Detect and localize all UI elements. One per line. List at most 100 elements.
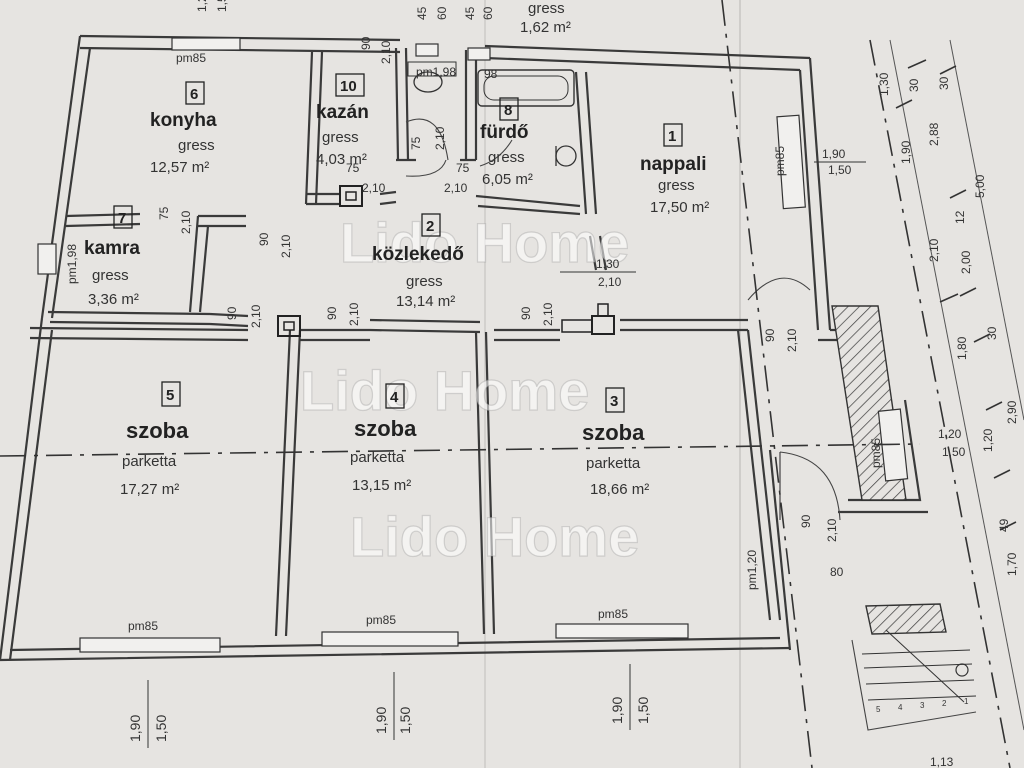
room-kazan: 10 kazán gress 4,03 m² bbox=[316, 73, 369, 168]
room-area: 17,50 m² bbox=[650, 199, 709, 216]
room-konyha: 6 konyha gress 12,57 m² bbox=[150, 81, 217, 176]
section-line-horizontal bbox=[0, 443, 921, 457]
interior-walls bbox=[29, 47, 977, 731]
window-nappali bbox=[776, 114, 806, 210]
svg-text:1,90: 1,90 bbox=[822, 147, 846, 161]
room-number: 7 bbox=[118, 210, 126, 227]
room-furdo: 8 fürdő gress 6,05 m² bbox=[480, 97, 533, 188]
svg-text:75: 75 bbox=[346, 161, 360, 175]
room-floor: gress bbox=[406, 273, 443, 290]
window-bath bbox=[467, 47, 491, 61]
svg-text:2,10: 2,10 bbox=[249, 304, 263, 328]
room-name: szoba bbox=[126, 418, 189, 443]
room-floor: gress bbox=[488, 149, 525, 166]
svg-text:12: 12 bbox=[953, 210, 967, 224]
svg-text:1,2: 1,2 bbox=[195, 0, 209, 12]
room-area: 1,62 m² bbox=[520, 19, 571, 36]
room-szoba-5: 5 szoba parketta 17,27 m² bbox=[120, 381, 189, 498]
room-area: 4,03 m² bbox=[316, 151, 367, 168]
svg-text:1,20: 1,20 bbox=[981, 428, 995, 452]
svg-text:4: 4 bbox=[898, 703, 903, 712]
svg-text:30: 30 bbox=[907, 78, 921, 92]
room-number: 3 bbox=[610, 393, 618, 410]
room-area: 18,66 m² bbox=[590, 481, 649, 498]
svg-text:90: 90 bbox=[519, 306, 533, 320]
dim-pm85: pm85 bbox=[366, 613, 396, 627]
svg-text:75: 75 bbox=[409, 136, 423, 150]
svg-text:2,10: 2,10 bbox=[825, 518, 839, 542]
room-floor: parketta bbox=[350, 449, 405, 466]
room-floor: parketta bbox=[586, 455, 641, 472]
svg-text:90: 90 bbox=[257, 232, 271, 246]
svg-text:2,10: 2,10 bbox=[379, 40, 393, 64]
svg-text:1,30: 1,30 bbox=[596, 257, 620, 271]
svg-text:1,50: 1,50 bbox=[828, 163, 852, 177]
room-floor: gress bbox=[658, 177, 695, 194]
svg-text:1,90: 1,90 bbox=[609, 697, 625, 724]
watermark: Lido Home bbox=[340, 211, 629, 274]
watermark: Lido Home bbox=[350, 505, 639, 568]
svg-text:2,10: 2,10 bbox=[927, 238, 941, 262]
window-room3 bbox=[555, 623, 689, 639]
svg-text:75: 75 bbox=[157, 206, 171, 220]
room-name: fürdő bbox=[480, 122, 529, 143]
room-nappali: 1 nappali gress 17,50 m² bbox=[640, 123, 709, 216]
svg-text:1,20: 1,20 bbox=[938, 427, 962, 441]
svg-text:75: 75 bbox=[456, 161, 470, 175]
svg-text:90: 90 bbox=[225, 306, 239, 320]
door-swings bbox=[405, 118, 841, 521]
svg-text:2,10: 2,10 bbox=[362, 181, 386, 195]
svg-text:1,90: 1,90 bbox=[899, 140, 913, 164]
room-number: 1 bbox=[668, 128, 676, 145]
svg-text:1,90: 1,90 bbox=[127, 715, 143, 742]
right-dimension-chain: 1,30 1,90 2,88 5,00 2,10 2,00 1,80 2,90 … bbox=[877, 72, 1019, 576]
window-kamra bbox=[37, 243, 57, 275]
room-number: 2 bbox=[426, 218, 434, 235]
svg-text:60: 60 bbox=[481, 6, 495, 20]
svg-text:2,10: 2,10 bbox=[785, 328, 799, 352]
bathroom-fixtures bbox=[407, 61, 577, 167]
svg-text:2,10: 2,10 bbox=[279, 234, 293, 258]
svg-text:2,90: 2,90 bbox=[1005, 400, 1019, 424]
svg-text:5: 5 bbox=[876, 705, 881, 714]
room-number: 5 bbox=[166, 387, 174, 404]
svg-text:1,30: 1,30 bbox=[877, 72, 891, 96]
svg-text:1,50: 1,50 bbox=[215, 0, 229, 12]
svg-text:30: 30 bbox=[937, 76, 951, 90]
room-szoba-3: 3 szoba parketta 18,66 m² bbox=[582, 387, 649, 498]
room-number: 10 bbox=[340, 78, 357, 95]
room-name: kamra bbox=[84, 238, 140, 259]
svg-text:1,70: 1,70 bbox=[1005, 552, 1019, 576]
room-floor: gress bbox=[92, 267, 129, 284]
svg-text:90: 90 bbox=[799, 514, 813, 528]
hatched-pillar bbox=[865, 603, 947, 635]
room-kamra: 7 kamra gress 3,36 m² bbox=[84, 205, 140, 308]
dimension-axis bbox=[869, 39, 1011, 768]
room-number: 6 bbox=[190, 86, 198, 103]
room-name: nappali bbox=[640, 154, 707, 175]
room-floor: gress bbox=[322, 129, 359, 146]
svg-text:45: 45 bbox=[415, 6, 429, 20]
room-floor: gress bbox=[528, 0, 565, 17]
dim-pm85: pm85 bbox=[598, 607, 628, 621]
room-name: konyha bbox=[150, 110, 217, 131]
svg-text:1: 1 bbox=[964, 697, 969, 706]
dimension-ticks bbox=[895, 59, 1017, 531]
svg-text:90: 90 bbox=[359, 36, 373, 50]
room-number: 8 bbox=[504, 102, 512, 119]
dim-pm85: pm85 bbox=[176, 51, 206, 65]
svg-text:1,13: 1,13 bbox=[930, 755, 954, 768]
svg-text:5,00: 5,00 bbox=[973, 174, 987, 198]
chimney-shafts bbox=[277, 185, 615, 337]
room-top-gress: gress 1,62 m² bbox=[520, 0, 571, 36]
svg-text:2,10: 2,10 bbox=[347, 302, 361, 326]
svg-text:90: 90 bbox=[763, 328, 777, 342]
window-konyha bbox=[171, 37, 241, 51]
svg-text:45: 45 bbox=[463, 6, 477, 20]
svg-text:1,50: 1,50 bbox=[942, 445, 966, 459]
room-szoba-4: 4 szoba parketta 13,15 m² bbox=[350, 383, 417, 494]
svg-text:60: 60 bbox=[435, 6, 449, 20]
room-number: 4 bbox=[390, 389, 399, 406]
dimension-chain-line bbox=[949, 39, 1024, 421]
room-floor: parketta bbox=[122, 453, 177, 470]
